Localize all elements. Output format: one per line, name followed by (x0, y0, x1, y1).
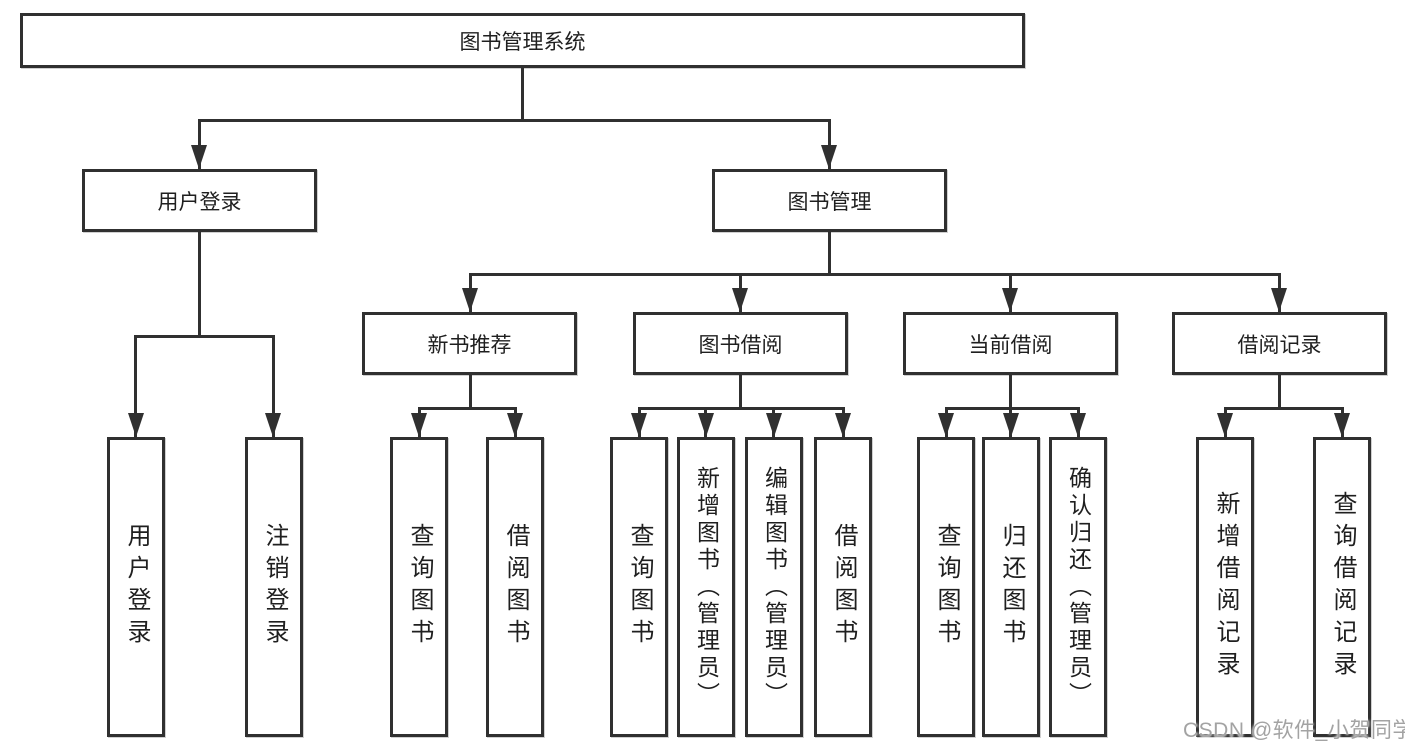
connector-horizontal-line (469, 273, 1281, 276)
arrow-down-icon (1334, 413, 1350, 437)
node-borrow-add-books-admin: 新增图书（管理员） (677, 437, 735, 737)
connector-vertical-line (272, 335, 275, 437)
node-borrow-borrow-books: 借阅图书 (814, 437, 872, 737)
connector-vertical-line (739, 375, 742, 407)
node-logout-action: 注销登录 (245, 437, 303, 737)
arrow-down-icon (411, 413, 427, 437)
arrow-down-icon (938, 413, 954, 437)
node-current-confirm-return-admin: 确认归还（管理员） (1049, 437, 1107, 737)
leaf-label: 用户登录 (123, 523, 150, 651)
arrow-down-icon (1003, 413, 1019, 437)
arrow-down-icon (631, 413, 647, 437)
csdn-watermark: CSDN @软件_小贺同学 (1183, 719, 1405, 742)
node-records-add-record: 新增借阅记录 (1196, 437, 1254, 737)
arrow-down-icon (732, 288, 748, 312)
connector-vertical-line (828, 119, 831, 169)
node-records-query-record: 查询借阅记录 (1313, 437, 1371, 737)
node-current-query-books: 查询图书 (917, 437, 975, 737)
leaf-label: 注销登录 (261, 523, 288, 651)
arrow-down-icon (698, 413, 714, 437)
node-newbooks-query-books: 查询图书 (390, 437, 448, 737)
arrow-down-icon (766, 413, 782, 437)
node-current-borrowing-label: 当前借阅 (968, 333, 1053, 357)
connector-vertical-line (828, 232, 831, 273)
arrow-down-icon (462, 288, 478, 312)
leaf-label: 查询图书 (626, 523, 653, 651)
connector-horizontal-line (945, 407, 1080, 410)
leaf-label: 查询借阅记录 (1329, 491, 1356, 683)
connector-vertical-line (198, 119, 201, 169)
leaf-label: 新增借阅记录 (1212, 491, 1239, 683)
node-borrow-records-label: 借阅记录 (1237, 333, 1322, 357)
node-book-management: 图书管理 (712, 169, 947, 232)
node-new-book-recommend: 新书推荐 (362, 312, 577, 375)
connector-vertical-line (134, 335, 137, 437)
leaf-label: 新增图书（管理员） (693, 465, 720, 709)
connector-horizontal-line (418, 407, 517, 410)
leaf-label: 编辑图书（管理员） (761, 465, 788, 709)
leaf-label: 查询图书 (933, 523, 960, 651)
connector-horizontal-line (198, 119, 831, 122)
leaf-label: 归还图书 (998, 523, 1025, 651)
arrow-down-icon (507, 413, 523, 437)
arrow-down-icon (835, 413, 851, 437)
leaf-label: 查询图书 (406, 523, 433, 651)
arrow-down-icon (1271, 288, 1287, 312)
arrow-down-icon (1002, 288, 1018, 312)
connector-horizontal-line (638, 407, 845, 410)
node-book-borrowing-label: 图书借阅 (698, 333, 783, 357)
node-newbooks-borrow-books: 借阅图书 (486, 437, 544, 737)
node-current-return-books: 归还图书 (982, 437, 1040, 737)
node-borrow-records: 借阅记录 (1172, 312, 1387, 375)
connector-horizontal-line (1224, 407, 1344, 410)
node-user-login: 用户登录 (82, 169, 317, 232)
node-root-label: 图书管理系统 (459, 30, 586, 54)
connector-vertical-line (469, 375, 472, 407)
node-user-login-action: 用户登录 (107, 437, 165, 737)
node-borrow-edit-books-admin: 编辑图书（管理员） (745, 437, 803, 737)
node-book-borrowing: 图书借阅 (633, 312, 848, 375)
node-new-book-recommend-label: 新书推荐 (427, 333, 512, 357)
connector-horizontal-line (134, 335, 275, 338)
connector-vertical-line (521, 67, 524, 119)
arrow-down-icon (191, 145, 207, 169)
node-book-management-label: 图书管理 (787, 190, 872, 214)
connector-vertical-line (198, 232, 201, 335)
node-root-system: 图书管理系统 (20, 13, 1025, 68)
node-borrow-query-books: 查询图书 (610, 437, 668, 737)
connector-vertical-line (1278, 375, 1281, 407)
leaf-label: 借阅图书 (502, 523, 529, 651)
leaf-label: 确认归还（管理员） (1065, 465, 1092, 709)
arrow-down-icon (128, 413, 144, 437)
connector-vertical-line (1009, 375, 1012, 407)
arrow-down-icon (1070, 413, 1086, 437)
arrow-down-icon (821, 145, 837, 169)
leaf-label: 借阅图书 (830, 523, 857, 651)
arrow-down-icon (265, 413, 281, 437)
arrow-down-icon (1217, 413, 1233, 437)
node-user-login-label: 用户登录 (157, 190, 242, 214)
node-current-borrowing: 当前借阅 (903, 312, 1118, 375)
